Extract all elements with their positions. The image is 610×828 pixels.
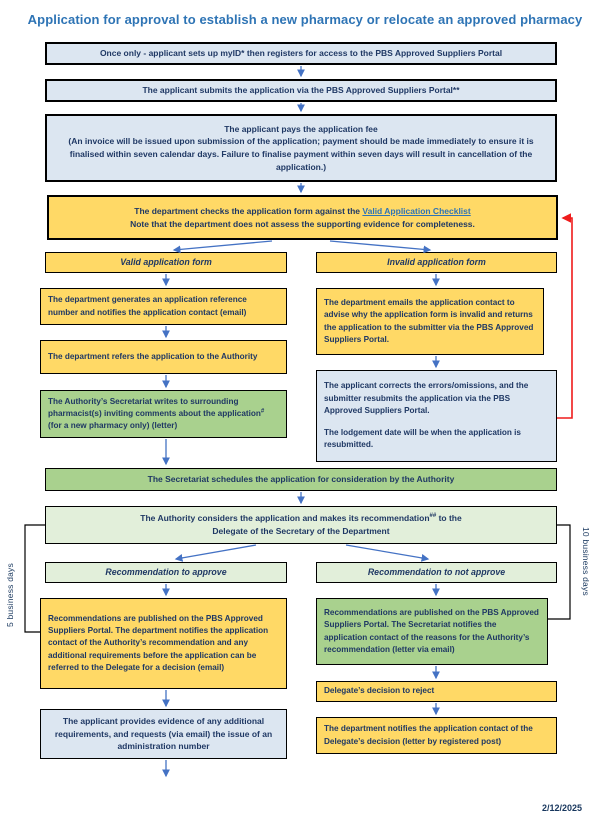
arrow-branch-not-approve <box>345 544 430 562</box>
step-generate-reference: The department generates an application … <box>40 288 287 325</box>
arrow-branch-valid <box>172 240 273 254</box>
step-notify-decision: The department notifies the application … <box>316 717 557 754</box>
page-title: Application for approval to establish a … <box>27 12 583 27</box>
step-authority-considers: The Authority considers the application … <box>45 506 557 544</box>
branch-recommend-not-approve: Recommendation to not approve <box>316 562 557 583</box>
branch-recommend-approve: Recommendation to approve <box>45 562 287 583</box>
step-emails-invalid: The department emails the application co… <box>316 288 544 355</box>
branch-invalid-form: Invalid application form <box>316 252 557 273</box>
step-check-application: The department checks the application fo… <box>47 195 558 240</box>
footnote-marker: # <box>260 408 265 415</box>
step-published-reject: Recommendations are published on the PBS… <box>316 598 548 665</box>
step-submit-application: The applicant submits the application vi… <box>45 79 557 102</box>
step-secretariat-writes: The Authority’s Secretariat writes to su… <box>40 390 287 438</box>
date-stamp: 2/12/2025 <box>541 803 582 813</box>
footnote-marker-double: ## <box>429 513 437 520</box>
label-5-business-days: 5 business days <box>5 563 15 627</box>
feedback-resubmit-arrow <box>557 213 573 419</box>
label-10-business-days: 10 business days <box>581 527 591 596</box>
step-provides-evidence: The applicant provides evidence of any a… <box>40 709 287 759</box>
arrow-branch-invalid <box>329 240 432 254</box>
branch-valid-form: Valid application form <box>45 252 287 273</box>
step-secretariat-schedules: The Secretariat schedules the applicatio… <box>45 468 557 491</box>
step-applicant-corrects: The applicant corrects the errors/omissi… <box>316 370 557 462</box>
step-delegate-reject: Delegate’s decision to reject <box>316 681 557 702</box>
step-refer-authority: The department refers the application to… <box>40 340 287 374</box>
step-pay-fee: The applicant pays the application fee (… <box>45 114 557 182</box>
arrow-branch-approve <box>174 544 257 562</box>
valid-application-checklist-link[interactable]: Valid Application Checklist <box>362 205 471 216</box>
step-published-approve: Recommendations are published on the PBS… <box>40 598 287 689</box>
step-setup-myid: Once only - applicant sets up myID* then… <box>45 42 557 65</box>
